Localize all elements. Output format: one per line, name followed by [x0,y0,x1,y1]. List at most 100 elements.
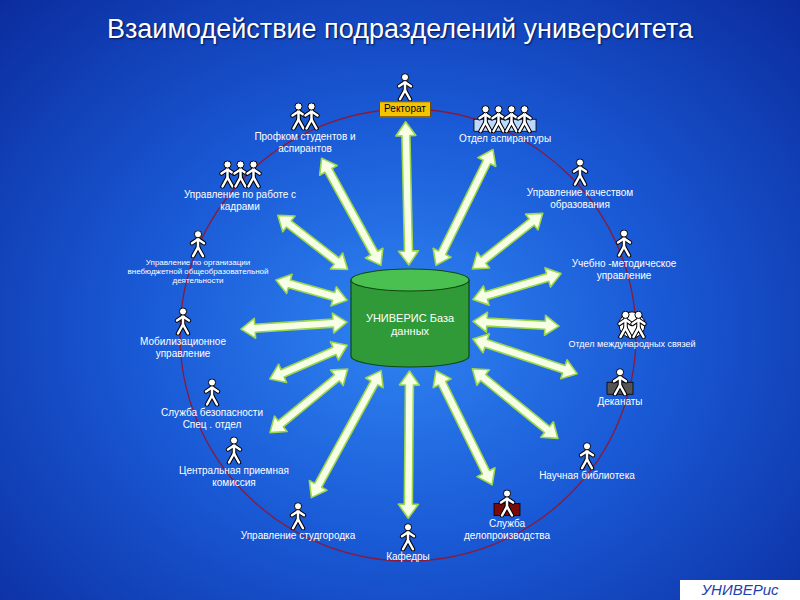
department-icon [283,502,313,530]
figure-head [616,369,623,376]
department-label: Профком студентов и аспирантов [253,131,357,154]
disc-symbol [619,312,645,338]
department-icon [393,523,423,551]
department-node: Управление по организации внебюджетной о… [123,228,273,288]
figure-stroke [619,247,629,256]
figure-head [622,311,629,318]
double-arrow [276,274,347,306]
figure-group [293,103,318,129]
figure-stroke [307,120,317,129]
figure-stroke [481,122,491,131]
figure-stroke [507,122,517,131]
figure-stroke [403,540,413,549]
figure-stroke [248,178,258,187]
department-node: Управление студгородка [233,500,363,544]
figure-stroke [235,178,245,187]
figure-head [521,106,528,113]
department-node: Профком студентов и аспирантов [250,101,360,156]
figure-group [402,524,414,550]
double-arrow [473,312,559,335]
figure-stroke [575,176,585,185]
department-icon [609,230,639,258]
figure-stroke [507,122,517,131]
figure-stroke [248,178,258,187]
figure-stroke [634,328,644,337]
department-icon [492,490,522,518]
figure-stroke [621,328,631,337]
figure-stroke [293,519,303,528]
desk-symbol [494,504,520,516]
department-node: Центральная приемная комиссия [174,435,294,490]
figure-head [635,311,642,318]
figure-stroke [634,328,644,337]
department-label: Управление по работе с кадрами [183,189,297,212]
figure-head [404,524,411,531]
desk-symbol [607,382,633,394]
cylinder-body [351,280,469,367]
database-cylinder: УНИВЕРИС База данных [350,268,470,368]
figure-stroke [400,90,410,99]
figure-stroke [294,120,304,129]
double-arrow [473,268,561,305]
figure-stroke [619,247,629,256]
figure-head [249,161,256,168]
figure-stroke [207,396,217,405]
figure-group [399,74,411,100]
double-arrow [396,122,419,265]
department-icon [214,161,267,189]
department-node: Деканаты [580,366,660,410]
figure-head [308,103,315,110]
figure-group [192,231,204,257]
department-label: Ректорат [379,101,431,117]
figure-group [501,490,513,516]
figure-stroke [178,325,188,334]
department-label: Учебно -методическое управление [567,258,681,281]
figure-stroke [222,178,232,187]
department-node: Кафедры [373,521,443,565]
watermark: УНИВЕРис [680,580,800,600]
department-node: Управление качеством образования [520,157,640,212]
figure-stroke [403,540,413,549]
figure-group [221,161,259,187]
figure-head [620,230,627,237]
figure-stroke [494,122,504,131]
figure-head [503,490,510,497]
figure-stroke [307,120,317,129]
department-icon [183,230,213,258]
figure-group [177,308,189,334]
double-arrow [433,371,495,485]
department-label: Кафедры [386,551,430,563]
figure-head [295,103,302,110]
figure-group [574,159,586,185]
department-label: Научная библиотека [539,470,635,482]
figure-head [583,443,590,450]
figure-stroke [481,122,491,131]
department-node: Научная библиотека [532,440,642,484]
department-icon [168,308,198,336]
ring-line [180,109,636,561]
department-label: Управление студгородка [241,530,355,542]
department-node: Отдел аспирантуры [450,103,560,147]
department-label: Центральная приемная комиссия [177,465,291,488]
department-icon [197,379,227,407]
department-icon [472,105,538,133]
figure-stroke [229,454,239,463]
figure-head [294,503,301,510]
department-label: Управление по организации внебюджетной о… [126,258,270,286]
figure-stroke [178,325,188,334]
figure-head [495,106,502,113]
figure-head [508,106,515,113]
figure-head [576,159,583,166]
figure-stroke [222,178,232,187]
figure-stroke [615,385,625,394]
figure-stroke [229,454,239,463]
figure-group [618,230,630,256]
figure-stroke [293,519,303,528]
figure-group [480,106,531,132]
figure-stroke [494,122,504,131]
department-icon [285,103,325,131]
figure-head [223,161,230,168]
database-label: УНИВЕРИС База данных [353,298,467,337]
